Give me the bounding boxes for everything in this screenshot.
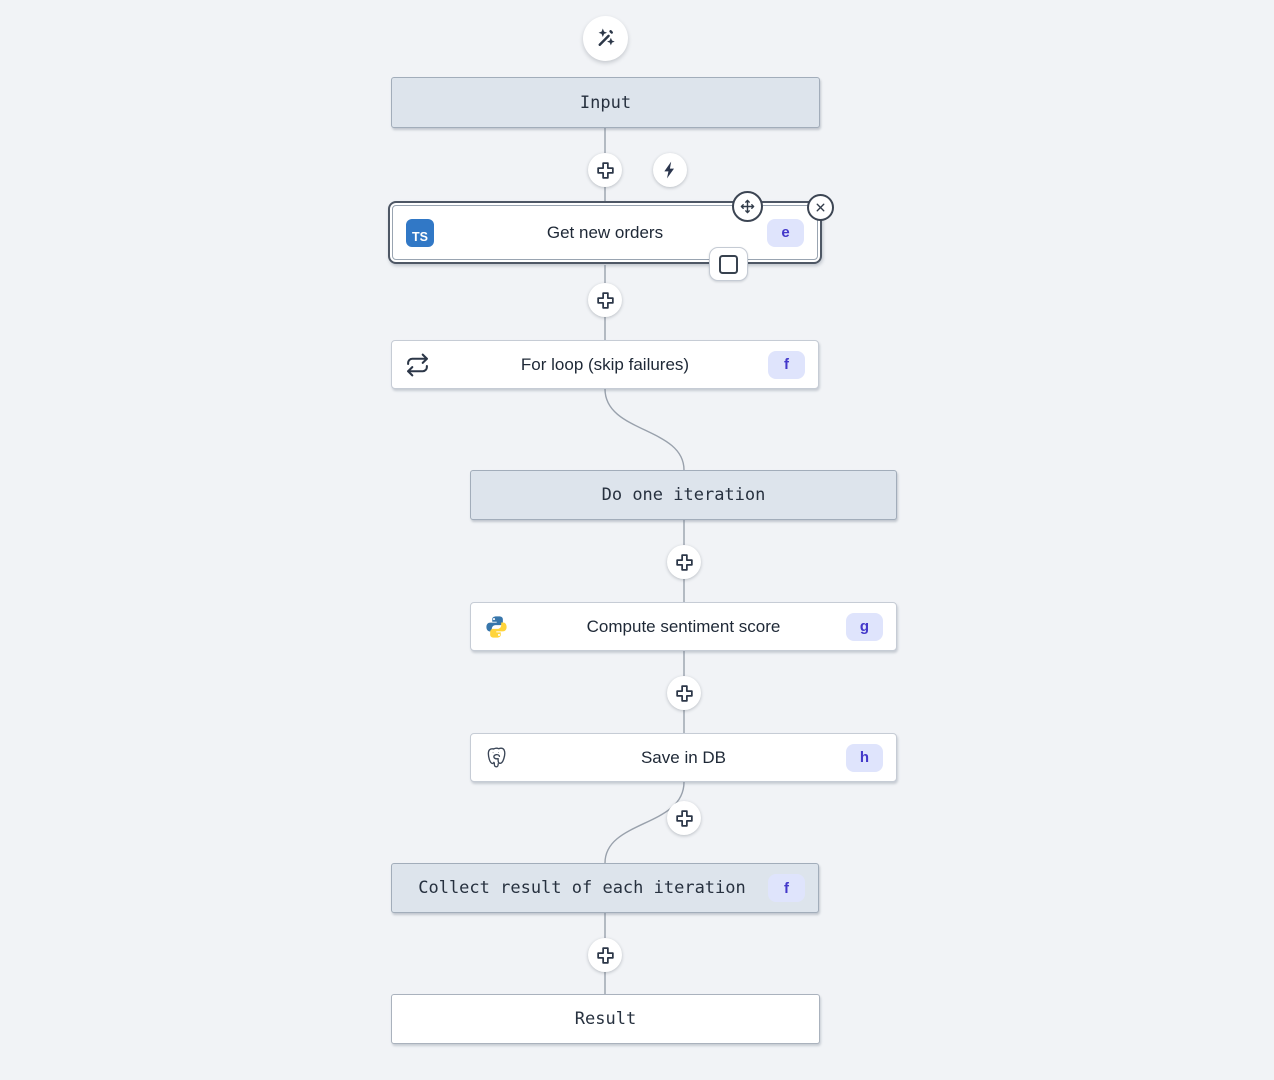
plus-icon xyxy=(674,683,695,704)
add-step-button-6[interactable] xyxy=(588,938,622,972)
node-input-label: Input xyxy=(579,92,632,113)
step-id-badge: f xyxy=(768,874,805,902)
node-do-one-iteration-label: Do one iteration xyxy=(601,485,766,505)
node-collect-result-label: Collect result of each iteration xyxy=(418,878,746,898)
node-input[interactable]: Input xyxy=(391,77,820,128)
node-for-loop-label: For loop (skip failures) xyxy=(520,354,690,374)
postgresql-icon xyxy=(484,745,509,770)
plus-icon xyxy=(595,160,616,181)
add-step-button-1[interactable] xyxy=(588,153,622,187)
node-save-in-db[interactable]: Save in DB h xyxy=(470,733,897,782)
node-do-one-iteration[interactable]: Do one iteration xyxy=(470,470,897,520)
ai-assist-button[interactable] xyxy=(583,16,628,61)
plus-icon xyxy=(595,290,616,311)
square-icon xyxy=(719,254,738,274)
python-icon xyxy=(484,614,509,639)
node-compute-sentiment-score-label: Compute sentiment score xyxy=(586,616,781,636)
node-compute-sentiment-score[interactable]: Compute sentiment score g xyxy=(470,602,897,651)
step-id-badge: f xyxy=(768,350,805,379)
node-get-new-orders-label: Get new orders xyxy=(546,222,664,242)
add-step-button-3[interactable] xyxy=(667,545,701,579)
move-handle-icon[interactable] xyxy=(732,191,763,222)
plus-icon xyxy=(595,945,616,966)
close-icon[interactable] xyxy=(807,194,834,221)
plus-icon xyxy=(674,552,695,573)
node-collect-result[interactable]: Collect result of each iteration f xyxy=(391,863,819,913)
lightning-icon xyxy=(660,160,680,180)
add-step-button-4[interactable] xyxy=(667,676,701,710)
step-id-badge: e xyxy=(767,218,804,247)
add-step-button-2[interactable] xyxy=(588,283,622,317)
node-shape-toggle-button[interactable] xyxy=(709,247,748,281)
magic-wand-icon xyxy=(594,27,617,50)
add-trigger-button[interactable] xyxy=(653,153,687,187)
typescript-icon: TS xyxy=(406,218,434,247)
node-for-loop[interactable]: For loop (skip failures) f xyxy=(391,340,819,389)
step-id-badge: g xyxy=(846,612,883,641)
add-step-button-5[interactable] xyxy=(667,801,701,835)
plus-icon xyxy=(674,808,695,829)
node-get-new-orders-body: TS Get new orders e xyxy=(392,205,818,260)
step-id-badge: h xyxy=(846,743,883,772)
node-save-in-db-label: Save in DB xyxy=(640,747,727,767)
repeat-icon xyxy=(405,352,430,377)
node-result[interactable]: Result xyxy=(391,994,820,1044)
node-result-label: Result xyxy=(574,1009,637,1029)
